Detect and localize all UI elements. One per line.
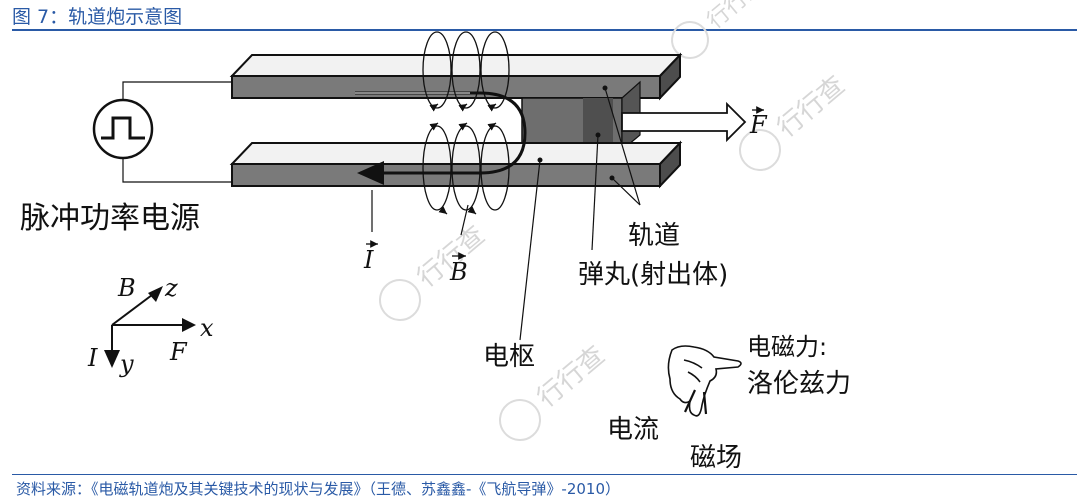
projectile-label: 弹丸(射出体)	[578, 260, 728, 290]
current-symbol: I	[363, 246, 374, 274]
axis-x: x	[200, 314, 214, 342]
axis-y: y	[119, 350, 134, 378]
hand-field-label: 磁场	[690, 443, 742, 473]
upper-rail	[229, 52, 683, 101]
lorentz-label-2: 洛伦兹力	[747, 369, 851, 399]
rail-label: 轨道	[628, 221, 680, 251]
svg-text:行行查: 行行查	[532, 340, 611, 413]
field-symbol: B	[449, 258, 468, 286]
force-arrow	[621, 101, 747, 143]
lorentz-label-1: 电磁力:	[747, 333, 827, 361]
right-hand-rule-icon	[667, 345, 742, 417]
force-symbol: F	[749, 111, 768, 139]
svg-text:行行查: 行行查	[703, 0, 770, 34]
figure-source: 资料来源：《电磁轨道炮及其关键技术的现状与发展》（王德、苏鑫鑫-《飞航导弹》-2…	[16, 480, 621, 498]
axis-f: F	[169, 338, 188, 366]
axis-b: B	[117, 274, 136, 302]
hand-current-label: 电流	[607, 415, 659, 445]
power-source-label: 脉冲功率电源	[20, 201, 200, 236]
source-rule	[12, 474, 1077, 475]
axis-i: I	[87, 344, 98, 372]
armature-label: 电枢	[483, 342, 535, 372]
figure-title: 图 7：轨道炮示意图	[12, 6, 183, 28]
title-rule	[12, 29, 1077, 31]
svg-text:行行查: 行行查	[772, 70, 851, 143]
leader-lines	[371, 87, 641, 341]
lower-rail	[229, 140, 683, 189]
magnetic-field-loops	[422, 31, 510, 215]
coordinate-axes	[104, 286, 196, 368]
current-path	[355, 91, 527, 185]
axis-z: z	[164, 274, 178, 302]
pulse-power-source	[92, 81, 232, 183]
